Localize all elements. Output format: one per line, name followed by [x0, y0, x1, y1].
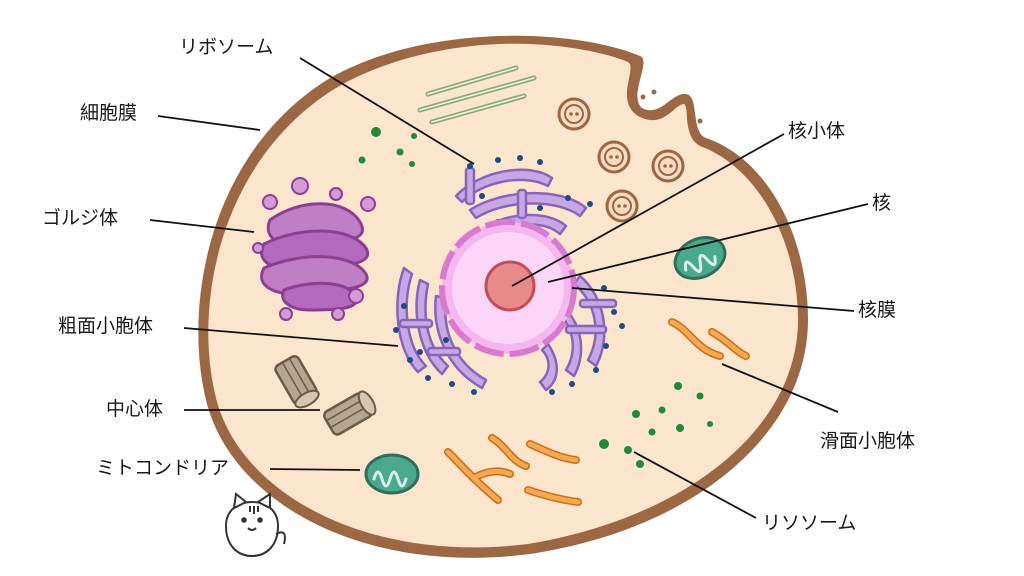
label-nucleus: 核	[872, 192, 892, 214]
label-golgi: ゴルジ体	[42, 207, 119, 229]
lysosome-dots	[599, 382, 713, 468]
cat-mascot	[224, 492, 286, 558]
nucleolus	[484, 260, 536, 312]
label-ribosome: リボソーム	[179, 36, 274, 58]
ribosome-dots	[393, 155, 625, 395]
label-cell-membrane: 細胞膜	[80, 102, 138, 124]
label-centrosome: 中心体	[106, 398, 164, 420]
label-smooth-er: 滑面小胞体	[820, 430, 916, 452]
leader-lines	[149, 57, 869, 519]
smooth-er	[444, 318, 750, 506]
label-nucleolus: 核小体	[788, 120, 846, 142]
label-lysosome: リソソーム	[762, 512, 857, 534]
label-nuclear-membrane: 核膜	[858, 299, 897, 321]
nucleus	[439, 219, 577, 357]
label-mitochondria: ミトコンドリア	[96, 457, 230, 479]
golgi-apparatus	[252, 177, 376, 321]
small-granules-top	[358, 127, 417, 167]
label-rough-er: 粗面小胞体	[58, 315, 154, 337]
